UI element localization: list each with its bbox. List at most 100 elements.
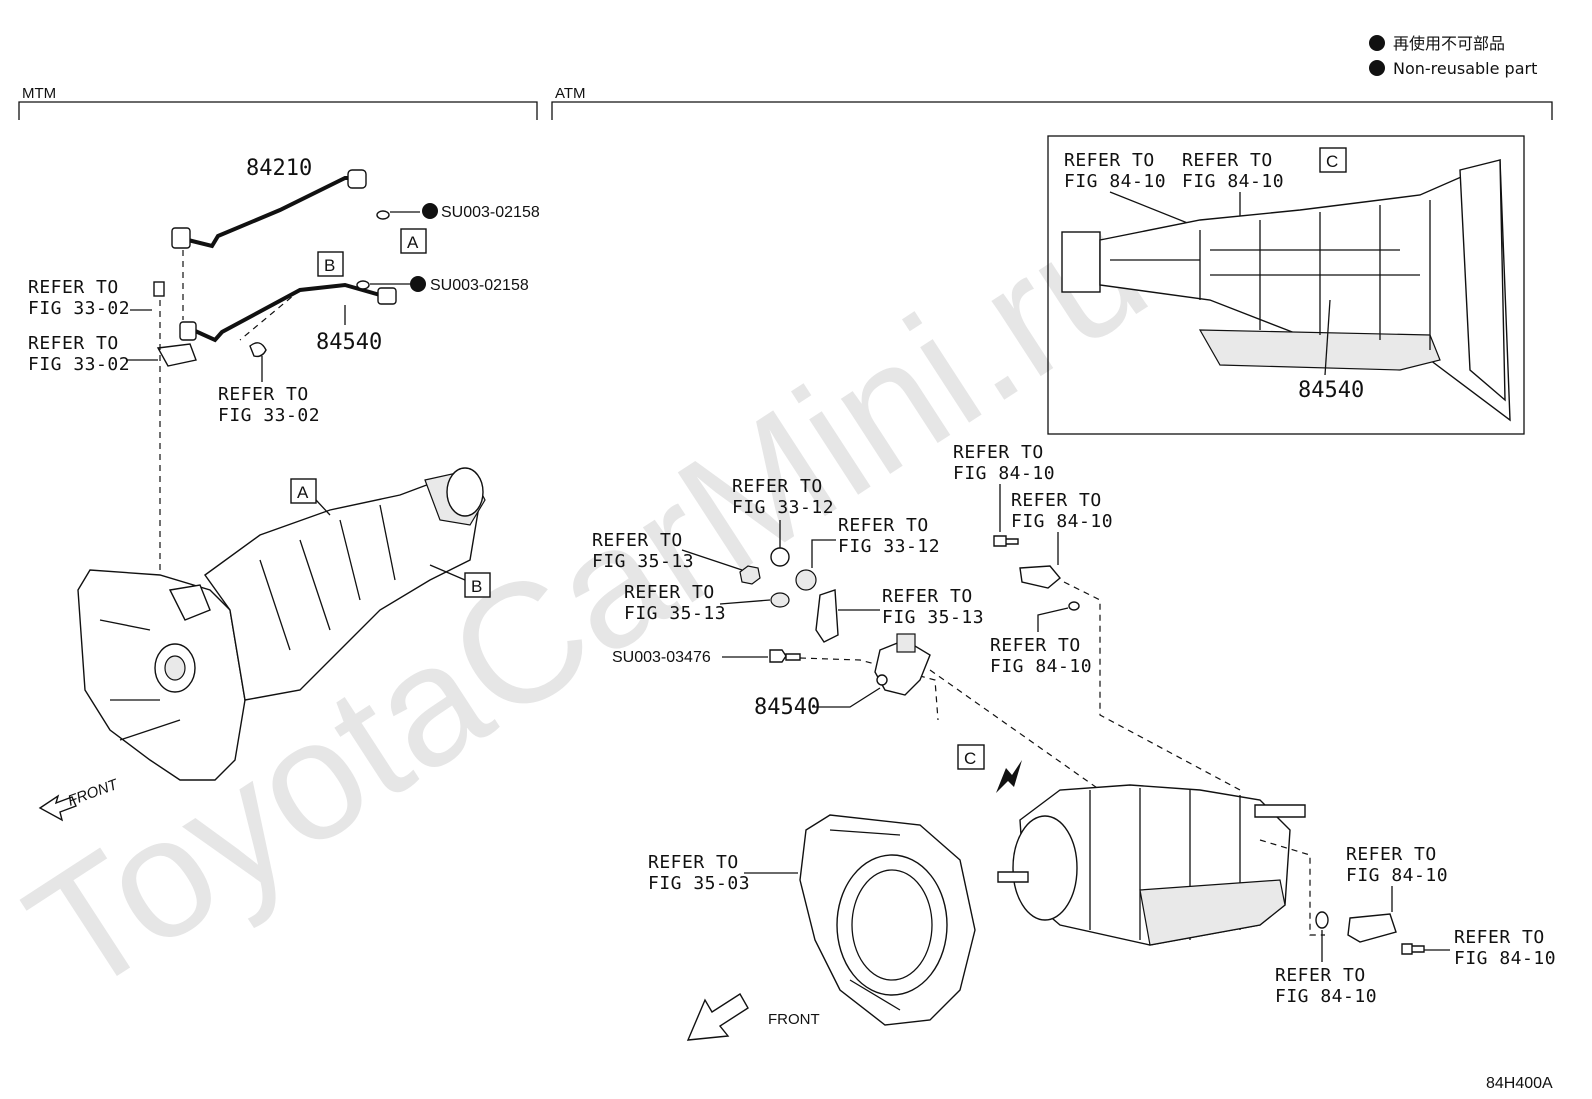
ref-fig-35-13-c: FIG 35-13	[882, 607, 984, 628]
hose-fitting	[347, 169, 367, 189]
nonreusable-bullet-icon	[410, 276, 426, 292]
hose-84210	[187, 176, 356, 249]
ref-fig-35-03: FIG 35-03	[648, 873, 750, 894]
ref-label: REFER TO	[28, 277, 119, 298]
hose-fitting	[377, 287, 397, 305]
leader	[719, 599, 771, 605]
leader	[812, 687, 881, 708]
inset-frame	[1047, 135, 1525, 435]
bracket	[156, 343, 197, 367]
leader	[681, 549, 743, 571]
ref-label: REFER TO	[838, 515, 929, 536]
speed-sensor	[1347, 913, 1397, 943]
atm-inset-transmission	[1061, 158, 1511, 422]
front-arrow-icon	[686, 993, 749, 1041]
ref-label: REFER TO	[1064, 150, 1155, 171]
ref-fig-84-10-inset-a: FIG 84-10	[1064, 171, 1166, 192]
gasket	[356, 280, 370, 290]
seal-code-2: SU003-02158	[430, 277, 529, 294]
view-arrow-icon	[996, 760, 1022, 793]
ref-label: REFER TO	[1346, 844, 1437, 865]
mtm-bracket	[18, 101, 538, 120]
ref-fig-84-10-b: FIG 84-10	[1011, 511, 1113, 532]
box-c-inset	[1319, 147, 1347, 173]
legend-jp: 再使用不可部品	[1393, 34, 1505, 53]
hose-fitting	[179, 321, 197, 341]
ref-fig-35-13-a: FIG 35-13	[592, 551, 694, 572]
ref-fig-84-10-f: FIG 84-10	[1275, 986, 1377, 1007]
dashed-line	[239, 289, 301, 341]
dashed-line	[799, 657, 939, 721]
gasket	[376, 210, 390, 220]
ref-fig-33-12-a: FIG 33-12	[732, 497, 834, 518]
part-84210: 84210	[246, 156, 312, 181]
ref-label: REFER TO	[28, 333, 119, 354]
box-b-body	[464, 572, 491, 598]
dashed-line	[1259, 839, 1325, 936]
ref-label: REFER TO	[882, 586, 973, 607]
lever	[815, 589, 839, 643]
front-arrow-icon	[38, 794, 77, 822]
ref-label: REFER TO	[624, 582, 715, 603]
ref-fig-33-12-b: FIG 33-12	[838, 536, 940, 557]
front-label-atm: FRONT	[768, 1011, 820, 1028]
washer	[770, 592, 790, 608]
box-a-top	[400, 228, 427, 254]
ref-label: REFER TO	[218, 384, 309, 405]
hose-84540	[192, 282, 381, 343]
ref-fig-33-02-a: FIG 33-02	[28, 298, 130, 319]
dashed-line	[1063, 581, 1241, 791]
nut	[739, 565, 761, 585]
box-b-top	[317, 251, 344, 277]
oil-seal	[795, 569, 817, 591]
box-a-top-label: A	[407, 233, 419, 252]
atm-transmission	[997, 784, 1306, 946]
box-b-top-label: B	[324, 256, 335, 275]
leader	[811, 539, 836, 568]
ref-fig-33-02-c: FIG 33-02	[218, 405, 320, 426]
leader	[1037, 607, 1069, 632]
ref-label: REFER TO	[1275, 965, 1366, 986]
box-c-inset-label: C	[1326, 152, 1338, 171]
hose-fitting	[171, 227, 191, 249]
legend-en: Non-reusable part	[1393, 59, 1537, 78]
bolt	[153, 281, 165, 297]
ref-fig-84-10-c: FIG 84-10	[990, 656, 1092, 677]
ref-fig-84-10-inset-b: FIG 84-10	[1182, 171, 1284, 192]
neutral-start-switch	[874, 633, 931, 696]
ref-label: REFER TO	[1182, 150, 1273, 171]
speed-sensor	[1019, 565, 1061, 589]
section-mtm: MTM	[22, 85, 56, 102]
ref-label: REFER TO	[990, 635, 1081, 656]
mtm-transmission	[77, 467, 486, 781]
seal-ring	[770, 547, 790, 567]
bolt	[1401, 943, 1425, 955]
ref-label: REFER TO	[648, 852, 739, 873]
bolt	[769, 649, 801, 663]
legend-bullet-icon	[1369, 35, 1385, 51]
part-84540-mtm: 84540	[316, 330, 382, 355]
ref-label: REFER TO	[953, 442, 1044, 463]
bolt-code: SU003-03476	[612, 649, 711, 666]
box-a-body-label: A	[297, 483, 309, 502]
dashed-line	[929, 669, 1101, 791]
section-atm: ATM	[555, 85, 586, 102]
clip	[249, 342, 267, 358]
box-a-body	[290, 478, 317, 504]
ref-fig-35-13-b: FIG 35-13	[624, 603, 726, 624]
o-ring	[1315, 911, 1329, 929]
box-b-body-label: B	[471, 577, 482, 596]
ref-label: REFER TO	[1011, 490, 1102, 511]
ref-fig-84-10-a: FIG 84-10	[953, 463, 1055, 484]
leader	[1324, 299, 1331, 376]
part-84540-inset: 84540	[1298, 378, 1364, 403]
o-ring	[1068, 601, 1080, 611]
ref-label: REFER TO	[732, 476, 823, 497]
nonreusable-bullet-icon	[422, 203, 438, 219]
part-84540-atm: 84540	[754, 695, 820, 720]
leader	[315, 499, 331, 516]
box-c-main	[957, 744, 985, 770]
figure-code: 84H400A	[1486, 1075, 1553, 1092]
